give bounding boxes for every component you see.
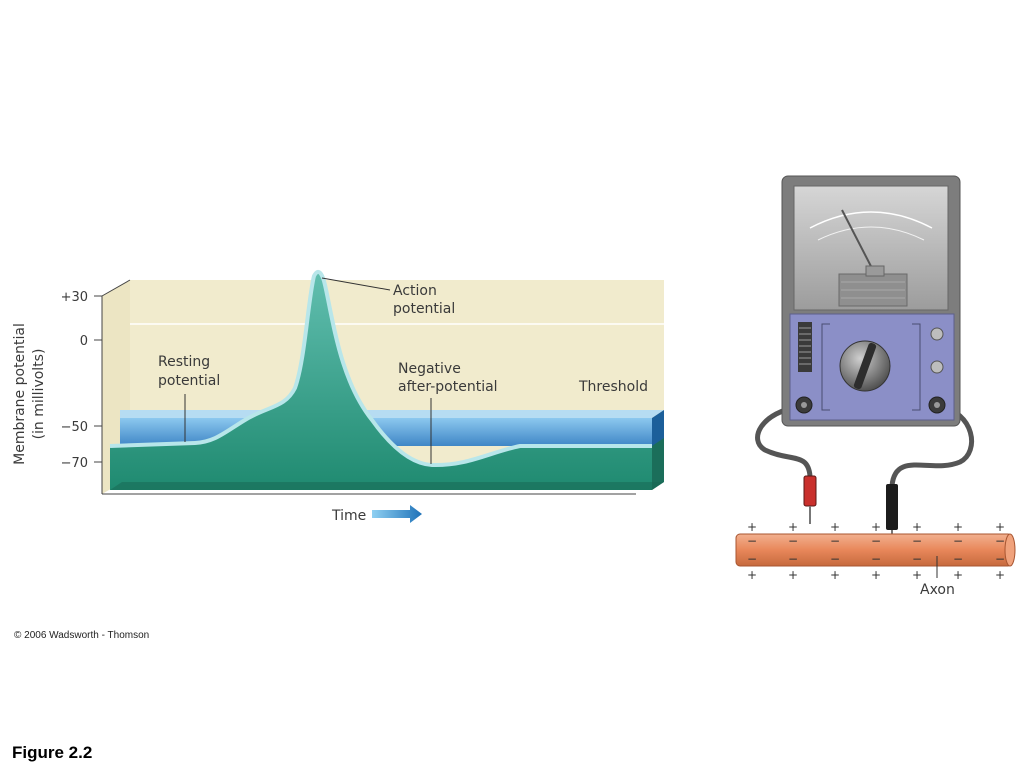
panel-bracket-left xyxy=(821,323,830,411)
outside-bottom-charge-5: + xyxy=(912,568,922,582)
right-terminal-core xyxy=(934,402,940,408)
time-arrow-icon xyxy=(372,505,422,523)
outside-bottom-charge-1: + xyxy=(747,568,757,582)
inside-top-charge-1: − xyxy=(747,534,757,548)
inside-top-charge-5: − xyxy=(912,534,922,548)
inside-bottom-charge-6: − xyxy=(953,552,963,566)
y-axis-label-line1: Membrane potential xyxy=(12,323,28,465)
tick-label-minus50: −50 xyxy=(61,420,88,435)
voltmeter xyxy=(755,175,975,556)
outside-top-charge-6: + xyxy=(953,520,963,534)
small-knob-top-icon xyxy=(930,327,944,341)
hub-cap xyxy=(865,265,885,277)
inside-top-charge-7: − xyxy=(995,534,1005,548)
inside-bottom-charge-7: − xyxy=(995,552,1005,566)
membrane-potential-trace xyxy=(110,271,652,490)
wheel-ridges xyxy=(799,327,811,365)
small-knob-middle-icon xyxy=(930,360,944,374)
outside-top-charge-1: + xyxy=(747,520,757,534)
membrane-potential-graph: +30 0 −50 −70 Membrane potential (in mil… xyxy=(12,269,664,524)
y-axis-label-line2: (in millivolts) xyxy=(31,349,47,440)
inside-bottom-charge-1: − xyxy=(747,552,757,566)
panel-bracket-right xyxy=(912,323,921,411)
membrane-side xyxy=(652,438,664,490)
inside-top-charge-6: − xyxy=(953,534,963,548)
right-probe-wire xyxy=(889,403,975,487)
dial-scale-inner xyxy=(817,226,925,241)
red-probe-handle xyxy=(803,475,817,507)
inside-top-charge-2: − xyxy=(788,534,798,548)
resting-potential-label-line2: potential xyxy=(158,373,220,389)
axon-end-cap xyxy=(1004,533,1016,567)
negative-after-potential-label-line2: after-potential xyxy=(398,379,498,395)
resting-potential-label-line1: Resting xyxy=(158,354,210,370)
axon-diagram: Axon +++++++−−−−−−−−−−−−−−+++++++ xyxy=(735,520,1016,598)
axon-label: Axon xyxy=(920,582,955,598)
left-terminal-core xyxy=(801,402,807,408)
left-probe-wire xyxy=(755,403,813,477)
threshold-label: Threshold xyxy=(578,379,648,395)
outside-top-charge-3: + xyxy=(830,520,840,534)
tick-label-0: 0 xyxy=(80,334,88,349)
action-potential-label-line2: potential xyxy=(393,301,455,317)
outside-bottom-charge-4: + xyxy=(871,568,881,582)
dial-needle xyxy=(841,209,877,277)
outside-bottom-charge-6: + xyxy=(953,568,963,582)
axon-charges: +++++++−−−−−−−−−−−−−−+++++++ xyxy=(747,520,1005,582)
membrane-bottom xyxy=(110,482,664,490)
inside-bottom-charge-4: − xyxy=(871,552,881,566)
knob-pointer xyxy=(853,342,877,390)
outside-bottom-charge-3: + xyxy=(830,568,840,582)
x-axis-label: Time xyxy=(331,508,366,524)
inside-bottom-charge-3: − xyxy=(830,552,840,566)
membrane-potential-edge xyxy=(109,269,652,468)
negative-after-potential-label-line1: Negative xyxy=(398,361,461,377)
action-potential-label-line1: Action xyxy=(393,283,437,299)
outside-top-charge-4: + xyxy=(871,520,881,534)
outside-top-charge-5: + xyxy=(912,520,922,534)
action-potential-leader xyxy=(321,277,391,291)
outside-top-charge-2: + xyxy=(788,520,798,534)
black-probe-handle xyxy=(886,484,898,530)
figure-label: Figure 2.2 xyxy=(12,743,92,762)
inside-top-charge-3: − xyxy=(830,534,840,548)
inside-bottom-charge-5: − xyxy=(912,552,922,566)
dial-scale xyxy=(809,211,933,229)
inside-bottom-charge-2: − xyxy=(788,552,798,566)
outside-bottom-charge-7: + xyxy=(995,568,1005,582)
threshold-band-top xyxy=(120,410,664,418)
tick-label-minus70: −70 xyxy=(61,456,88,471)
copyright-credit: © 2006 Wadsworth - Thomson xyxy=(14,630,149,641)
outside-bottom-charge-2: + xyxy=(788,568,798,582)
inside-top-charge-4: − xyxy=(871,534,881,548)
tick-label-plus30: +30 xyxy=(61,290,88,305)
outside-top-charge-7: + xyxy=(995,520,1005,534)
